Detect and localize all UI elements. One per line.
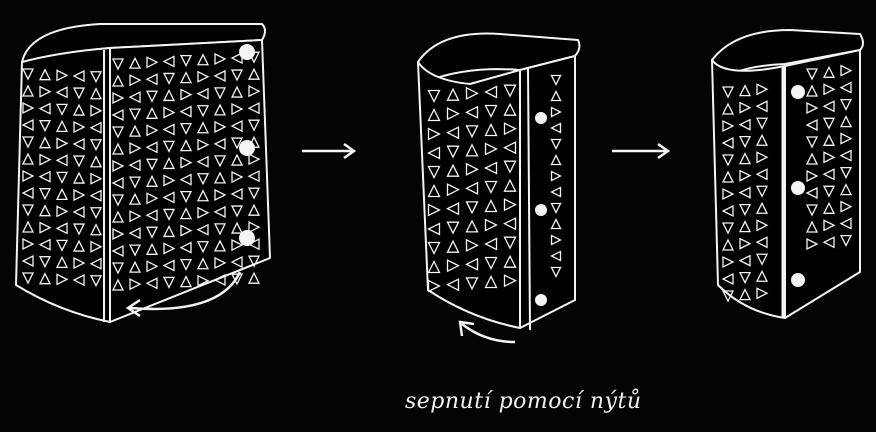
rivet-icon [792, 274, 804, 286]
rivet-icon [240, 141, 254, 155]
step-overlapping-cuff [418, 34, 579, 330]
rivet-icon [536, 113, 546, 123]
rivet-icon [792, 182, 804, 194]
rivet-icon [536, 295, 546, 305]
rivet-icon [536, 205, 546, 215]
rivet-icon [792, 86, 804, 98]
cuff-front-surface [418, 62, 520, 328]
caption-text: sepnutí pomocí nýtů [405, 387, 642, 414]
